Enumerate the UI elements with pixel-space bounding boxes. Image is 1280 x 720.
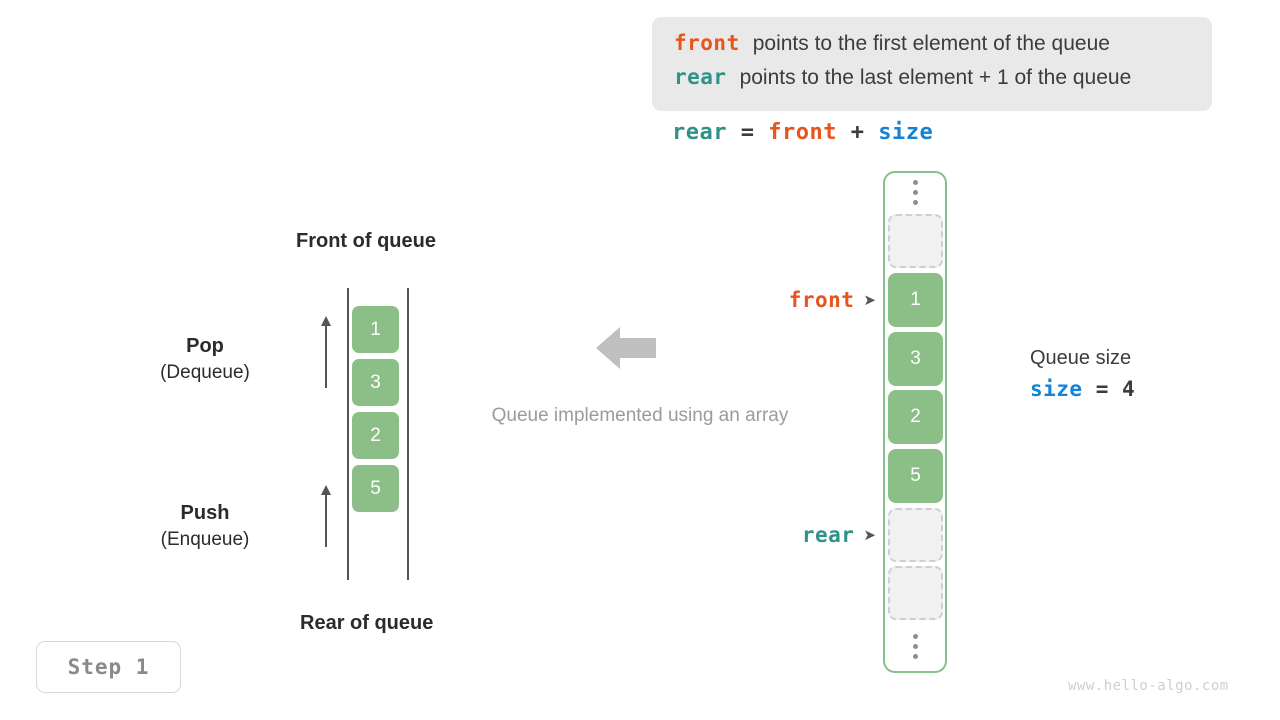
front-pointer-caret-icon: ➤	[863, 291, 876, 309]
push-label-main: Push	[180, 502, 230, 524]
queue-size-annotation: Queue size size = 4	[1030, 343, 1135, 405]
push-operation-label: Push (Enqueue)	[115, 500, 295, 554]
size-value: 4	[1122, 377, 1136, 401]
pop-arrow-up-icon	[318, 316, 334, 388]
queue-size-title: Queue size	[1030, 347, 1132, 369]
rear-pointer-label: rear	[801, 523, 855, 547]
pop-label-main: Pop	[186, 335, 224, 357]
formula-lhs: rear	[672, 120, 727, 145]
array-container	[883, 171, 947, 673]
rear-pointer-caret-icon: ➤	[863, 526, 876, 544]
size-equals: =	[1095, 377, 1109, 401]
legend-line-rear: rear points to the last element + 1 of t…	[674, 65, 1190, 99]
queue-size-expression: size = 4	[1030, 373, 1135, 405]
array-slot	[888, 214, 943, 268]
size-variable-name: size	[1030, 377, 1083, 401]
implementation-caption: Queue implemented using an array	[491, 405, 789, 426]
array-slot: 2	[888, 390, 943, 444]
queue-cell: 1	[352, 306, 399, 353]
legend-line-front: front points to the first element of the…	[674, 31, 1190, 65]
array-slot	[888, 508, 943, 562]
formula-rhs-front: front	[768, 120, 837, 145]
formula-rear-equals-front-plus-size: rear = front + size	[672, 120, 933, 145]
rear-of-queue-label: Rear of queue	[300, 612, 434, 634]
pop-operation-label: Pop (Dequeue)	[115, 333, 295, 387]
front-pointer-label: front	[788, 288, 855, 312]
array-top-ellipsis-icon	[888, 172, 943, 212]
rear-pointer: rear ➤	[756, 523, 876, 547]
queue-cell: 3	[352, 359, 399, 406]
legend-text-front: points to the first element of the queue	[752, 32, 1110, 55]
push-label-sub: (Enqueue)	[160, 529, 250, 550]
formula-plus: +	[850, 120, 865, 145]
queue-cell: 2	[352, 412, 399, 459]
front-of-queue-label: Front of queue	[296, 230, 436, 252]
legend-text-rear: points to the last element + 1 of the qu…	[739, 66, 1132, 89]
step-badge: Step 1	[36, 641, 181, 693]
pop-label-sub: (Dequeue)	[160, 362, 250, 383]
array-slot: 3	[888, 332, 943, 386]
array-slot: 5	[888, 449, 943, 503]
legend-box: front points to the first element of the…	[652, 17, 1212, 111]
formula-rhs-size: size	[878, 120, 934, 145]
legend-keyword-front: front	[674, 31, 740, 55]
front-pointer: front ➤	[756, 288, 876, 312]
queue-cell: 5	[352, 465, 399, 512]
array-bottom-ellipsis-icon	[888, 626, 943, 666]
queue-rail-right	[407, 288, 409, 580]
formula-equals: =	[740, 120, 755, 145]
queue-rail-left	[347, 288, 349, 580]
array-slot: 1	[888, 273, 943, 327]
legend-keyword-rear: rear	[674, 65, 727, 89]
implementation-arrow-left-icon	[596, 325, 656, 376]
array-slot	[888, 566, 943, 620]
push-arrow-up-icon	[318, 485, 334, 547]
watermark: www.hello-algo.com	[1068, 678, 1229, 694]
